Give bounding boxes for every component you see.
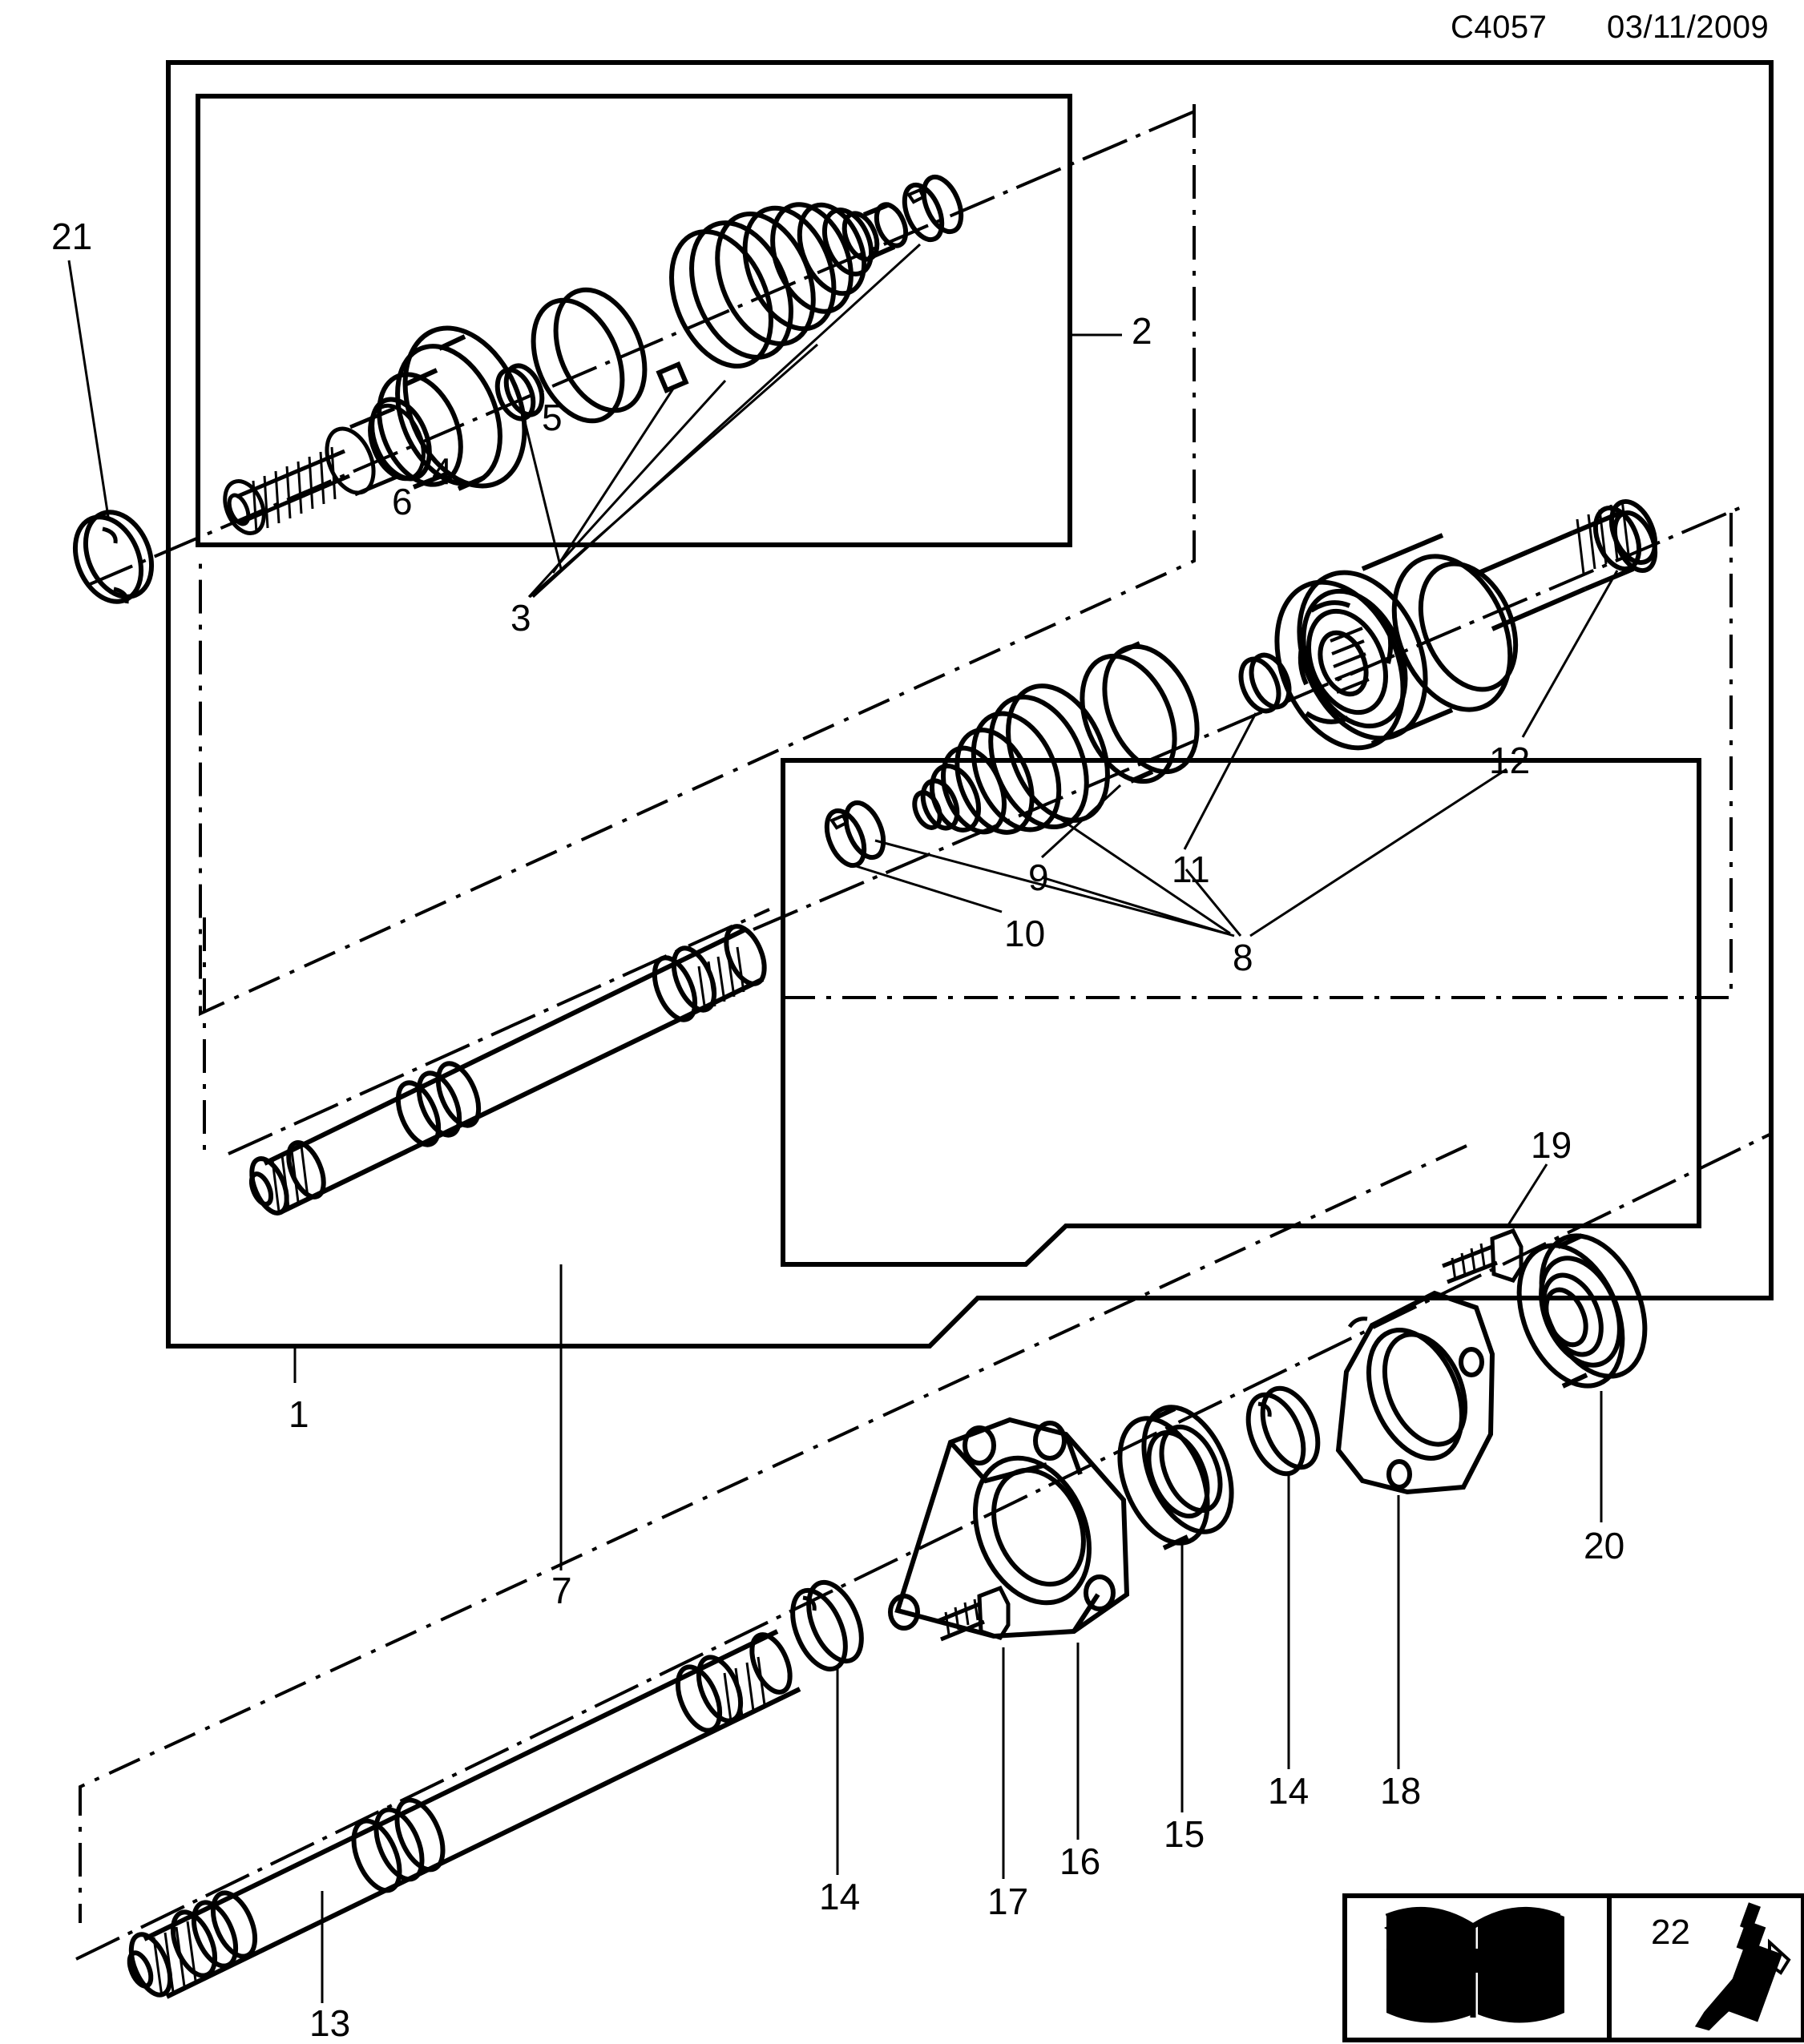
frame-part2 [196,94,1072,547]
callout-6: 6 [392,481,413,522]
leader-8a [874,839,1227,935]
leader-4 [551,388,675,574]
part-13-shaft [127,1629,801,1999]
callout-17: 17 [987,1881,1029,1922]
drawing-date: 03/11/2009 [1607,10,1770,45]
part-17-bolt [935,1585,1011,1642]
part-8-inner-boot [912,683,1110,835]
callout-13: 13 [309,2002,351,2044]
legend-lubricant-number: 22 [1651,1913,1690,1952]
leader-3a [527,379,727,599]
leader-10 [853,864,1003,913]
part-14-ring-left [790,1579,864,1672]
callout-11: 11 [1172,849,1210,890]
callout-4: 4 [432,450,453,492]
leader-6 [518,398,563,570]
leader-8c [1041,876,1235,937]
part-6-circlip [494,363,545,421]
callout-18: 18 [1380,1770,1422,1812]
part-4-large-clamp [531,287,689,424]
callout-10: 10 [1004,913,1046,954]
leader-12 [1521,570,1619,738]
part-6-outer-joint-stub [223,325,527,535]
callout-1: 1 [289,1393,309,1435]
callout-5: 5 [542,397,563,438]
dashdot-box-mid [785,513,1733,999]
part-9-large-clamp [1080,641,1200,784]
axis-top-assembly [87,107,1203,587]
part-20-dust-seal [1516,1233,1648,1389]
leader-8d [1185,869,1242,937]
part-19-screw [1442,1228,1524,1284]
callout-14-right: 14 [1268,1770,1310,1812]
service-manual-wrench-icon-outline [1385,1906,1561,2018]
part-14-ring-right [1245,1385,1321,1477]
callout-3: 3 [511,597,531,639]
part-16-bracket [888,1417,1130,1639]
dashdot-box-bottom [79,1144,1467,1923]
callout-15: 15 [1164,1813,1205,1855]
part-3-boot [669,202,909,369]
part-10-small-clamp [824,800,886,869]
leader-5 [531,243,922,599]
leader-9 [1040,784,1122,859]
callout-9: 9 [1028,857,1049,898]
callout-19: 19 [1531,1124,1572,1166]
part-15-bearing [1117,1405,1234,1550]
part-12-circlip [1592,499,1658,571]
dashdot-box-top [199,104,1196,1017]
leader-21 [67,260,110,518]
leader-8b [1045,808,1231,935]
callout-7: 7 [551,1570,572,1611]
callout-14-left: 14 [819,1876,861,1917]
callout-20: 20 [1584,1525,1625,1566]
leader-11 [1183,712,1257,850]
drawing-code: C4057 [1451,10,1548,45]
axis-bottom-assembly [75,1132,1772,1961]
part-18-retainer-plate [1335,1290,1495,1495]
part-1-shaft [248,924,767,1216]
legend-box [1342,1893,1804,2042]
axis-mid-assembly [753,503,1748,931]
grease-tube-icon [1694,1902,1791,2031]
part-11-circlip [1238,652,1292,714]
frame-part7 [781,758,1701,1267]
part-12-inner-joint [1274,499,1658,751]
part-21-hub-circlip [72,510,155,604]
leader-19 [1505,1163,1548,1228]
leader-8e [1249,768,1507,937]
callout-12: 12 [1489,740,1531,781]
callout-2: 2 [1132,310,1152,352]
axis-shaft-1 [228,908,770,1155]
callout-16: 16 [1059,1840,1101,1882]
callout-21: 21 [51,216,93,257]
service-manual-wrench-icon [1384,1909,1564,2023]
frame-part1 [166,60,1774,1349]
callout-8: 8 [1233,937,1253,978]
part-5-small-clamp [902,174,964,243]
